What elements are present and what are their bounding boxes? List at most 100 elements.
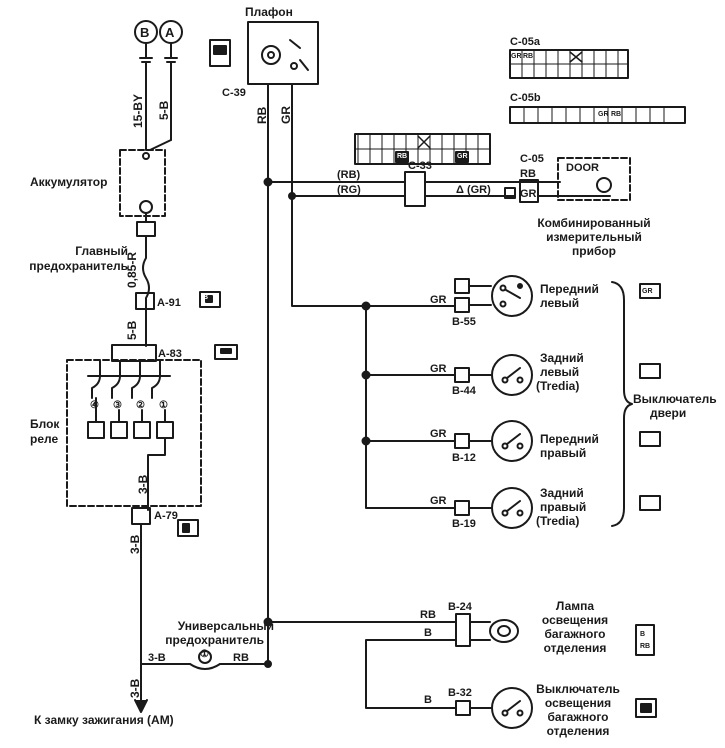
plafon-box <box>247 21 319 85</box>
battery-box <box>119 149 166 217</box>
rear-left-label-2: левый <box>540 365 580 379</box>
connector-a83-face <box>214 344 238 360</box>
wire-5b-low-label: 5-B <box>125 320 139 340</box>
connector-b32-label: B-32 <box>448 687 472 699</box>
wire-gr-b44-label: GR <box>430 363 447 375</box>
wire-3b-ign-label: 3-B <box>128 678 142 698</box>
ignition-arrow <box>134 699 148 713</box>
connector-b44-label: B-44 <box>452 385 476 397</box>
wire-b-b32-label: B <box>424 694 432 706</box>
rear-right-label-3: (Tredia) <box>536 514 580 528</box>
connector-b24-label: B-24 <box>448 601 472 613</box>
front-right-label-1: Передний <box>540 432 599 446</box>
wire-rb-main <box>219 187 269 665</box>
trunk-lamp-label-2: освещения <box>541 613 609 627</box>
main-fuse-link <box>142 247 150 313</box>
connector-c39-face <box>209 39 231 67</box>
relay-3 <box>110 421 128 439</box>
connector-b44-face <box>639 363 661 379</box>
trunk-switch-label-2: освещения <box>544 696 612 710</box>
trunk-lamp-label-4: отделения <box>543 641 607 655</box>
connector-b12-label: B-12 <box>452 452 476 464</box>
switch-front-right <box>491 420 533 462</box>
wire-gr-b55 <box>291 195 456 307</box>
relay-num-3: ③ <box>113 400 122 411</box>
switch-rear-right <box>491 487 533 529</box>
wire-rb-bus-label: (RB) <box>337 169 361 181</box>
trunk-lamp-label-3: багажного <box>544 627 606 641</box>
universal-fuse-num: ① <box>200 649 209 660</box>
wire-b-b24-label: B <box>424 627 432 639</box>
connector-a83-label: A-83 <box>158 348 182 360</box>
universal-fuse <box>189 663 221 670</box>
relay-num-4: ④ <box>90 400 99 411</box>
c33-pin-rb: RB <box>397 153 408 160</box>
cluster-label-2: измерительный <box>546 230 642 244</box>
battery-clamp <box>136 221 156 237</box>
front-left-label-2: левый <box>540 296 580 310</box>
connector-b55-face <box>639 283 661 299</box>
switch-rear-left <box>491 354 533 396</box>
relay-num-2: ② <box>136 400 145 411</box>
connector-b32 <box>455 700 471 716</box>
trunk-switch-label-4: отделения <box>546 724 610 738</box>
battery-label: Аккумулятор <box>30 175 108 189</box>
connector-b24-face <box>635 624 655 656</box>
connector-c39-label: C-39 <box>222 87 246 99</box>
wire-gr-b12-label: GR <box>430 428 447 440</box>
rear-left-label-1: Задний <box>540 351 584 365</box>
b24-pin-rb: RB <box>640 643 651 650</box>
main-fuse-label-1: Главный <box>75 244 128 258</box>
wire-gr-b19-label: GR <box>430 495 447 507</box>
door-switch-label-1: Выключатель <box>633 392 717 406</box>
wire-3b-fuse-label: 3-B <box>148 652 166 664</box>
front-left-label-1: Передний <box>540 282 599 296</box>
connector-b19-label: B-19 <box>452 518 476 530</box>
wire-rb-fuse-label: RB <box>233 652 249 664</box>
connector-a83 <box>111 344 157 362</box>
switch-front-left <box>491 275 533 317</box>
plafon-label: Плафон <box>245 5 293 19</box>
b55-face-pin: GR <box>642 288 653 295</box>
connector-c33-label: C-33 <box>408 160 432 172</box>
terminal-b <box>134 20 158 63</box>
c33-pin-gr: GR <box>457 153 468 160</box>
connector-b19 <box>454 500 470 516</box>
relay-block-label-2: реле <box>30 432 59 446</box>
door-switch-label-2: двери <box>650 406 687 420</box>
connector-b12 <box>454 433 470 449</box>
connector-a79-label: A-79 <box>154 510 178 522</box>
connector-b55 <box>454 297 470 313</box>
c05a-pin-gr: GR <box>511 53 522 60</box>
relay-2 <box>133 421 151 439</box>
switch-trunk <box>491 687 533 729</box>
b24-pin-b: B <box>640 631 646 638</box>
wire-rg-bus-label: (RG) <box>337 184 361 196</box>
connector-c33 <box>404 171 426 207</box>
wire-b-b32 <box>365 639 457 709</box>
wire-15by-label: 15-BY <box>131 93 145 128</box>
relay-1 <box>156 421 174 439</box>
a91-pin-b: B <box>203 294 209 301</box>
rear-right-label-1: Задний <box>540 486 584 500</box>
connector-c05a-label: C-05a <box>510 36 540 48</box>
terminal-a-label: A <box>165 25 175 40</box>
c05a-pin-rb: RB <box>523 53 534 60</box>
wire-gr-b55-label: GR <box>430 294 447 306</box>
wire-rb-b24-label: RB <box>420 609 436 621</box>
wire-rb-c05-label: RB <box>520 168 536 180</box>
door-indicator-lamp <box>596 177 612 193</box>
universal-fuse-number <box>198 650 212 664</box>
cluster-box <box>557 157 631 201</box>
connector-b44 <box>454 367 470 383</box>
relay-block-label-1: Блок <box>30 417 60 431</box>
wire-5b-label: 5-B <box>157 100 171 120</box>
wire-3b-a79-label: 3-B <box>128 534 142 554</box>
wire-gr-plafon-label: GR <box>279 106 293 124</box>
connector-c05b-face <box>509 106 686 124</box>
rear-left-label-3: (Tredia) <box>536 379 580 393</box>
terminal-b-label: B <box>140 25 150 40</box>
terminal-a <box>159 20 183 63</box>
trunk-lamp <box>489 619 519 643</box>
